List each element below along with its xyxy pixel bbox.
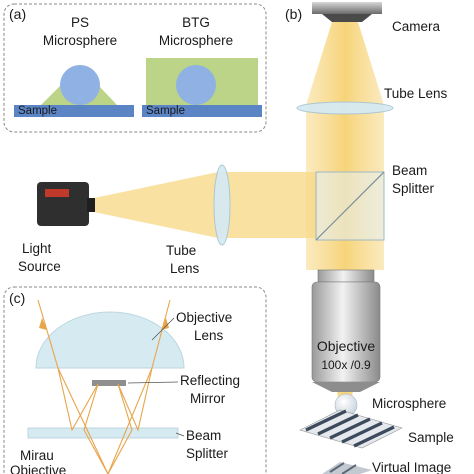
panel-a-label: (a) (9, 6, 26, 22)
sample-label: Sample (408, 430, 454, 445)
beam-splitter-label-1: Beam (392, 163, 427, 178)
mirau-objective-label-2: Objective (10, 463, 66, 474)
sample-substrate-right (142, 105, 262, 117)
tube-lens-side-label-1: Tube (166, 243, 196, 258)
virtual-image (322, 462, 372, 474)
btg-microsphere-label-1: BTG (182, 15, 210, 30)
panel-b-label: (b) (285, 6, 302, 22)
camera-label: Camera (392, 19, 441, 34)
panel-c-label: (c) (9, 290, 25, 306)
mirau-ray-paths (37, 299, 171, 474)
mirau-objective-label-1: Mirau (20, 448, 54, 463)
beam-splitter-diagonal (315, 171, 385, 241)
microsphere-label: Microsphere (372, 396, 446, 411)
tube-lens-top (296, 101, 394, 115)
camera-body (312, 2, 382, 14)
mirau-beam-splitter-label-1: Beam (186, 428, 221, 443)
tube-lens-top-label: Tube Lens (384, 86, 448, 101)
camera-mount (322, 14, 372, 22)
sample-grating (299, 409, 403, 449)
leader-lines (127, 317, 185, 437)
reflecting-mirror-label-1: Reflecting (180, 373, 240, 388)
reflecting-mirror (92, 380, 126, 386)
light-source-body (37, 182, 89, 226)
objective-label: Objective (317, 338, 376, 354)
objective-top-ring (317, 269, 375, 283)
reflecting-mirror-label-2: Mirror (190, 391, 226, 406)
panel-a-frame (3, 3, 267, 133)
objective-spec-label: 100x /0.9 (321, 358, 371, 372)
horizontal-light-beam (94, 172, 318, 238)
light-source-display (45, 189, 69, 197)
mirau-beam-splitter (27, 427, 179, 439)
tube-lens-side-label-2: Lens (170, 261, 200, 276)
sample-substrate-left (14, 105, 134, 117)
light-source-label-2: Source (18, 259, 61, 274)
ray-arrows (39, 318, 169, 330)
btg-microsphere (176, 65, 216, 105)
sample-label-left: Sample (18, 105, 57, 117)
btg-microsphere-label-2: Microsphere (159, 33, 233, 48)
light-source-nozzle (87, 198, 95, 212)
ps-microsphere-label-2: Microsphere (43, 33, 117, 48)
ps-microsphere (60, 65, 100, 105)
tube-lens-side (213, 164, 231, 246)
mirau-beam-splitter-label-2: Splitter (186, 446, 229, 461)
light-source-label-1: Light (22, 241, 52, 256)
objective-nose (312, 382, 380, 392)
mirau-objective-lens (35, 311, 185, 369)
sample-label-right: Sample (146, 105, 185, 117)
panel-c-frame (3, 286, 267, 474)
objective-lens-label-1: Objective (176, 310, 232, 325)
ps-microsphere-label-1: PS (71, 15, 89, 30)
virtual-image-label: Virtual Image (372, 460, 451, 474)
objective-lens-label-2: Lens (194, 328, 224, 343)
beam-splitter-label-2: Splitter (392, 181, 435, 196)
